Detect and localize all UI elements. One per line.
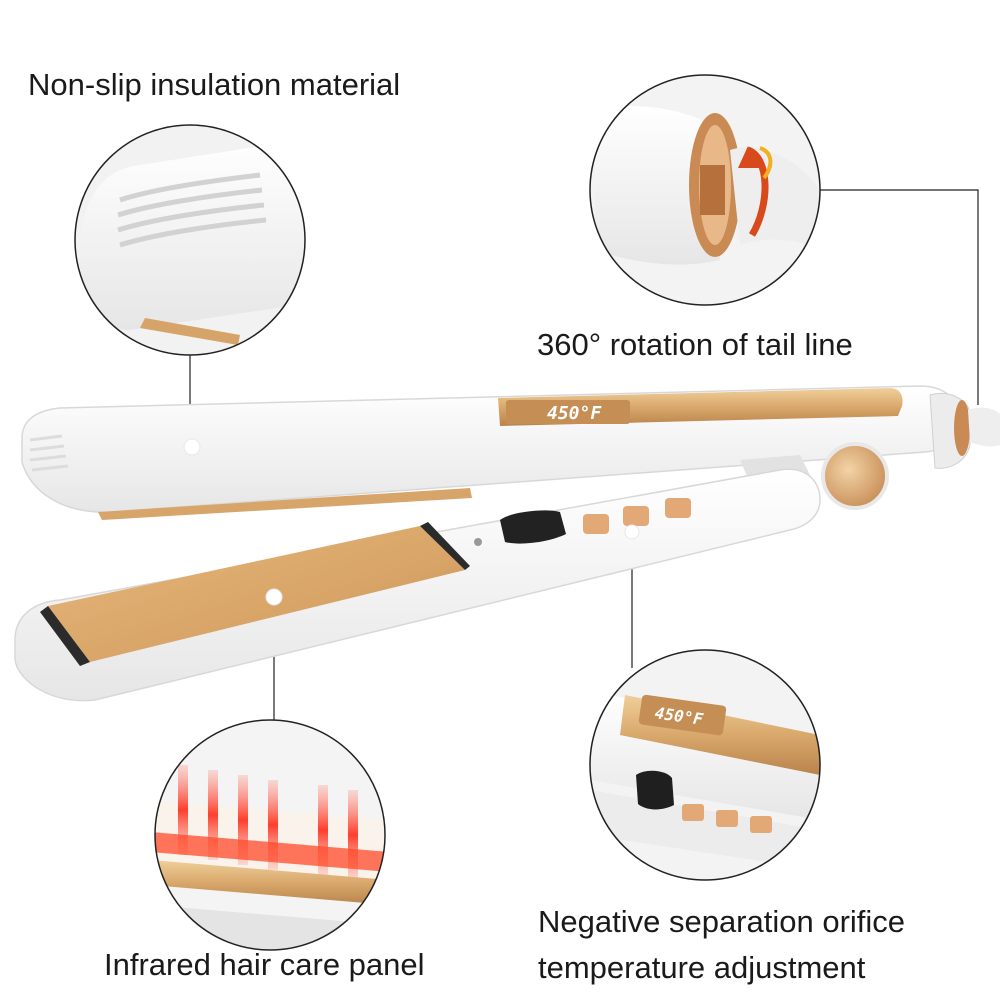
detail-circle-controls: 450°F bbox=[589, 649, 821, 881]
upper-arm: 450°F bbox=[21, 385, 961, 520]
lower-arm bbox=[14, 468, 821, 702]
non-slip-insulation-label: Non-slip insulation material bbox=[28, 67, 401, 102]
power-slider bbox=[500, 510, 566, 544]
negative-label-line-2: temperature adjustment bbox=[538, 950, 866, 985]
grip-ridges bbox=[29, 434, 69, 472]
button-minus bbox=[583, 514, 609, 534]
hinge-knob bbox=[821, 442, 889, 510]
button-mode bbox=[623, 506, 649, 526]
detail-circle-grip bbox=[74, 124, 306, 356]
tail-swivel-ring bbox=[954, 400, 970, 456]
negative-ion-temperature-label: Negative separation orifice temperature … bbox=[538, 902, 905, 988]
infrared-panel-label: Infrared hair care panel bbox=[104, 947, 425, 982]
callout-dot-controls bbox=[624, 524, 640, 540]
button-plus bbox=[665, 498, 691, 518]
upper-plate-edge bbox=[98, 488, 472, 520]
infrared-plate bbox=[48, 526, 465, 662]
tail-line-rotation-label: 360° rotation of tail line bbox=[537, 327, 853, 362]
detail-circle-rotation bbox=[589, 74, 821, 306]
main-lcd-display bbox=[506, 400, 630, 424]
negative-ion-orifice bbox=[474, 538, 482, 546]
callout-dot-infrared bbox=[265, 588, 283, 606]
callout-dot-insulation bbox=[183, 438, 201, 456]
negative-label-line-1: Negative separation orifice bbox=[538, 904, 906, 939]
hinge-and-tail bbox=[740, 393, 1000, 510]
main-temp-readout: 450°F bbox=[547, 403, 602, 424]
detail-circle-infrared bbox=[154, 719, 386, 951]
